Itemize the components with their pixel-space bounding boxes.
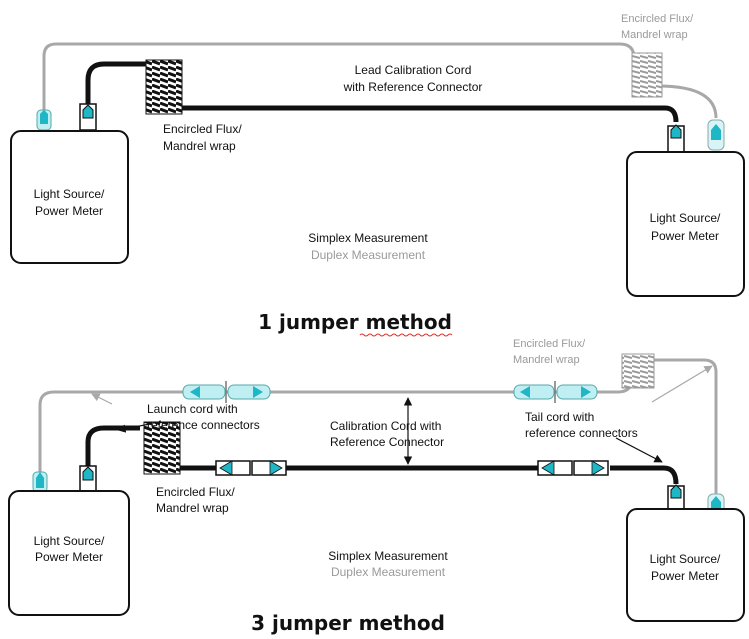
top-lead-cord-label-line1: Lead Calibration Cord: [355, 63, 472, 77]
bottom-left-gray-connector: [32, 471, 48, 493]
bottom-left-black-connector: [79, 465, 97, 493]
bottom-left-box-label-line1: Light Source/: [34, 534, 105, 548]
calibration-cord-label-line2: Reference Connector: [330, 435, 444, 449]
bottom-simplex-legend: Simplex Measurement: [328, 549, 448, 563]
bottom-left-box-label-line2: Power Meter: [35, 550, 103, 564]
bottom-right-light-source-box: [626, 508, 745, 622]
bottom-black-mandrel-wrap: [143, 421, 181, 475]
top-black-flux-label-line1: Encircled Flux/: [163, 122, 242, 136]
bottom-method-title: 3 jumper method: [251, 611, 445, 635]
bottom-black-flux-label-line1: Encircled Flux/: [156, 485, 235, 499]
bottom-right-box-label-line2: Power Meter: [651, 569, 719, 583]
tail-cord-arrow-down: [615, 437, 663, 463]
bottom-right-box-label-line1: Light Source/: [650, 552, 721, 566]
tail-cord-arrow-up: [651, 365, 713, 403]
launch-cord-arrow-up: [91, 393, 113, 405]
bottom-gray-flux-label-line2: Mandrel wrap: [513, 354, 580, 366]
top-section: Lead Calibration Cord with Reference Con…: [10, 13, 745, 337]
top-simplex-legend: Simplex Measurement: [308, 231, 428, 245]
bottom-simplex-connector-right: [537, 460, 609, 476]
bottom-simplex-connector-left: [215, 460, 287, 476]
bottom-black-flux-label-line2: Mandrel wrap: [156, 501, 229, 515]
calibration-cord-label-line1: Calibration Cord with: [330, 419, 441, 433]
launch-cord-label-line2: reference connectors: [147, 418, 260, 432]
bottom-duplex-connector-right: [513, 381, 598, 403]
top-lead-cord-label-line2: with Reference Connector: [343, 80, 483, 94]
bottom-left-light-source-box: [8, 490, 130, 616]
top-left-light-source-box: [10, 130, 129, 264]
launch-cord-label-line1: Launch cord with: [147, 402, 238, 416]
top-left-box-label-line2: Power Meter: [35, 204, 103, 218]
top-gray-flux-label-line1: Encircled Flux/: [621, 13, 694, 25]
top-left-box-label-line1: Light Source/: [34, 187, 105, 201]
bottom-gray-mandrel-wrap: [621, 353, 655, 389]
top-right-gray-connector: [707, 119, 725, 151]
top-simplex-fiber: [85, 61, 679, 123]
top-left-black-connector: [79, 103, 97, 131]
top-right-black-connector: [667, 124, 685, 153]
top-right-box-label-line2: Power Meter: [651, 229, 719, 243]
bottom-right-black-connector: [667, 484, 685, 511]
top-gray-flux-label-line2: Mandrel wrap: [621, 29, 688, 41]
tail-cord-label-line2: reference connectors: [525, 426, 638, 440]
top-right-box-label-line1: Light Source/: [650, 211, 721, 225]
top-gray-mandrel-wrap: [631, 52, 663, 98]
launch-cord-arrow-down: [117, 423, 151, 433]
bottom-gray-flux-label-line1: Encircled Flux/: [513, 338, 586, 350]
top-title-spellcheck-underline: [359, 333, 453, 337]
top-left-gray-connector: [36, 109, 52, 131]
bottom-duplex-legend: Duplex Measurement: [331, 565, 446, 579]
top-right-light-source-box: [626, 151, 745, 297]
top-method-title: 1 jumper method: [258, 310, 452, 334]
top-black-flux-label-line2: Mandrel wrap: [163, 139, 236, 153]
top-duplex-legend: Duplex Measurement: [311, 248, 426, 262]
bottom-simplex-fiber: [85, 425, 679, 485]
bottom-duplex-connector-left: [182, 381, 271, 403]
bottom-section: Encircled Flux/ Mandrel wrap Launch cord…: [8, 338, 745, 635]
top-black-mandrel-wrap: [145, 59, 183, 115]
tail-cord-label-line1: Tail cord with: [525, 410, 594, 424]
